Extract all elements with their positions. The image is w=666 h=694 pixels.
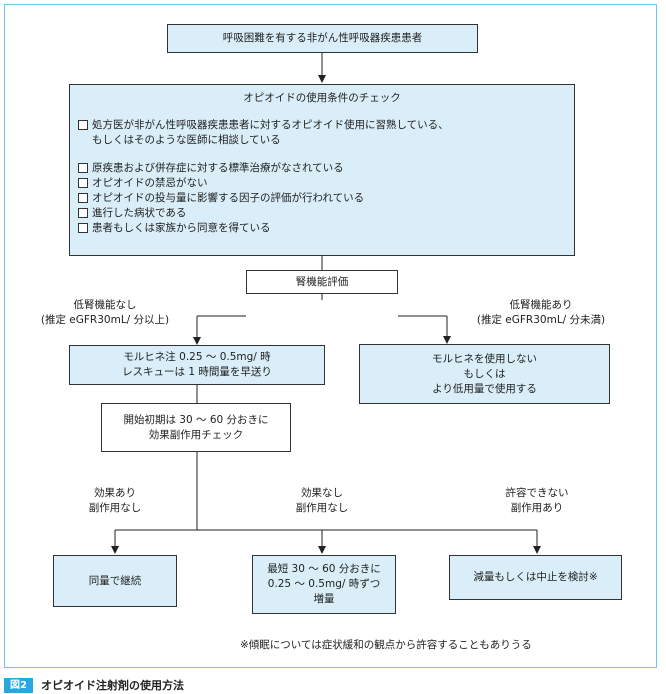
outcome-label: 許容できない 副作用あり [487, 486, 587, 516]
check-item: オピオイドの禁忌がない [78, 176, 566, 191]
checkbox-icon [78, 193, 88, 203]
left-branch-label: 低腎機能なし (推定 eGFR30mL/ 分以上) [30, 298, 180, 328]
outcome-line1: 効果なし [301, 487, 343, 499]
checkbox-icon [78, 163, 88, 173]
outcome-line2: 副作用なし [88, 502, 142, 514]
check-item: オピオイドの投与量に影響する因子の評価が行われている [78, 191, 566, 206]
reduce-text: 減量もしくは中止を検討※ [473, 571, 598, 583]
left-branch-line2: (推定 eGFR30mL/ 分以上) [40, 314, 170, 326]
increase-line3: 増量 [313, 593, 335, 605]
no-morphine-line1: モルヒネを使用しない [432, 352, 537, 365]
continue-text: 同量で継続 [88, 574, 142, 587]
check-heading: オピオイドの使用条件のチェック [243, 92, 401, 104]
outcome-label: 効果なし 副作用なし [272, 486, 372, 516]
initial-check-box: 開始初期は 30 ～ 60 分おきに 効果副作用チェック [101, 403, 291, 452]
checkbox-icon [78, 178, 88, 188]
footnote: ※傾眠については症状緩和の観点から許容することもありうる [240, 639, 532, 651]
figure-frame [4, 4, 657, 668]
checkbox-icon [78, 120, 88, 130]
right-branch-line1: 低腎機能あり [509, 299, 573, 311]
right-branch-label: 低腎機能あり (推定 eGFR30mL/ 分未満) [466, 298, 616, 328]
no-morphine-line2: もしくは [463, 367, 506, 380]
check-item-text: 原疾患および併存症に対する標準治療がなされている [92, 162, 344, 174]
patient-box: 呼吸困難を有する非がん性呼吸器疾患患者 [167, 24, 478, 53]
check-item-text: オピオイドの禁忌がない [92, 177, 208, 189]
no-morphine-line3: より低用量で使用する [432, 382, 537, 395]
renal-evaluation-box: 腎機能評価 [246, 270, 398, 294]
right-branch-line2: (推定 eGFR30mL/ 分未満) [476, 314, 606, 326]
outcome-line2: 副作用あり [510, 502, 564, 514]
patient-box-text: 呼吸困難を有する非がん性呼吸器疾患患者 [222, 32, 423, 44]
check-item: 原疾患および併存症に対する標準治療がなされている [78, 161, 566, 176]
check-item: 患者もしくは家族から同意を得ている [78, 221, 566, 236]
initial-line1: 開始初期は 30 ～ 60 分おきに [123, 413, 269, 426]
morphine-dose-box: モルヒネ注 0.25 ～ 0.5mg/ 時 レスキューは 1 時間量を早送り [69, 345, 325, 385]
check-item-line: もしくはそのような医師に相談している [92, 134, 281, 146]
increase-line1: 最短 30 ～ 60 分おきに [267, 563, 381, 575]
outcome-line1: 許容できない [505, 487, 569, 499]
figure-caption: 図2 オピオイド注射剤の使用方法 [4, 677, 184, 693]
continue-box: 同量で継続 [53, 555, 177, 607]
check-item-text: 進行した病状である [92, 207, 187, 219]
check-item-text: オピオイドの投与量に影響する因子の評価が行われている [92, 192, 365, 204]
check-item: 進行した病状である [78, 206, 566, 221]
left-branch-line1: 低腎機能なし [73, 299, 137, 311]
increase-box: 最短 30 ～ 60 分おきに 0.25 ～ 0.5mg/ 時ずつ 増量 [252, 555, 396, 614]
figure-tag: 図2 [4, 677, 33, 693]
figure-title: オピオイド注射剤の使用方法 [40, 679, 184, 692]
morphine-line2: レスキューは 1 時間量を早送り [122, 366, 272, 378]
checkbox-icon [78, 208, 88, 218]
increase-line2: 0.25 ～ 0.5mg/ 時ずつ [267, 578, 381, 590]
check-item: 処方医が非がん性呼吸器疾患患者に対するオピオイド使用に習熟している、 もしくはそ… [78, 118, 566, 148]
condition-check-box: オピオイドの使用条件のチェック 処方医が非がん性呼吸器疾患患者に対するオピオイド… [69, 84, 575, 256]
check-item-line: 処方医が非がん性呼吸器疾患患者に対するオピオイド使用に習熟している、 [92, 119, 449, 131]
initial-line2: 効果副作用チェック [148, 428, 244, 441]
morphine-line1: モルヒネ注 0.25 ～ 0.5mg/ 時 [123, 351, 271, 363]
outcome-line1: 効果あり [94, 487, 136, 499]
reduce-box: 減量もしくは中止を検討※ [449, 555, 622, 600]
outcome-label: 効果あり 副作用なし [65, 486, 165, 516]
check-item-text: 患者もしくは家族から同意を得ている [92, 222, 271, 234]
outcome-line2: 副作用なし [295, 502, 349, 514]
checkbox-icon [78, 223, 88, 233]
no-morphine-box: モルヒネを使用しない もしくは より低用量で使用する [359, 344, 610, 404]
renal-evaluation-text: 腎機能評価 [295, 275, 349, 288]
